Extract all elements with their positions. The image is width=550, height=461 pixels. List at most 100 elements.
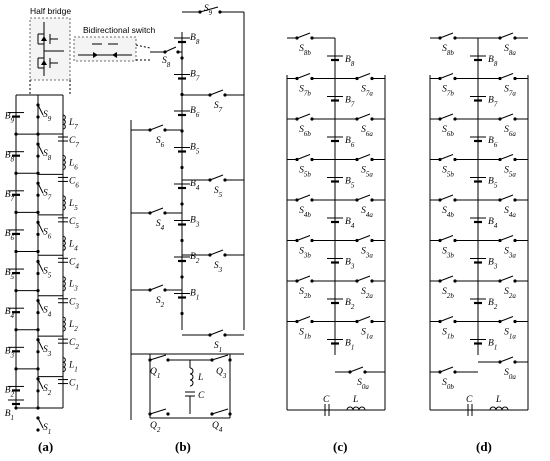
battery-label: B7 <box>190 70 200 83</box>
inductor-icon <box>189 367 194 387</box>
switch-label: S2a <box>361 287 373 300</box>
switch-blade <box>356 113 371 120</box>
switch-label: S5 <box>214 186 223 199</box>
switch-blade <box>356 154 371 160</box>
q-switch-icon <box>210 408 232 416</box>
battery-label: B1 <box>488 339 497 352</box>
capacitor-icon <box>58 379 68 385</box>
switch-label: S5a <box>361 166 373 179</box>
switch-icon <box>208 249 227 257</box>
switch-icon <box>295 316 314 324</box>
capacitor-icon <box>58 217 68 223</box>
battery-label: B6 <box>5 229 15 242</box>
capacitor-icon <box>58 176 68 182</box>
battery-icon <box>8 307 24 314</box>
switch-contact <box>228 412 232 416</box>
switch-icon <box>438 32 457 40</box>
capacitor-label: C6 <box>69 176 79 189</box>
switch-blade <box>499 73 514 79</box>
switch-contact <box>36 350 40 354</box>
capacitor-label: C5 <box>69 217 79 230</box>
inductor-label: L2 <box>68 320 78 333</box>
switch-icon <box>295 275 314 283</box>
switch-blade <box>439 154 454 160</box>
battery-icon <box>174 110 190 117</box>
q-switch-icon <box>148 354 170 362</box>
switch-icon <box>295 194 314 202</box>
bidirectional-switch-icon <box>78 43 132 58</box>
battery-label: B2 <box>190 252 200 265</box>
capacitor-icon <box>324 404 330 416</box>
battery-label: B7 <box>345 96 355 109</box>
battery-label: B1 <box>190 289 199 302</box>
battery-label: B5 <box>5 268 15 281</box>
half-bridge-mosfet-icon <box>37 22 64 76</box>
battery-label: B3 <box>190 216 200 229</box>
switch-blade <box>499 356 514 363</box>
switch-label: S2 <box>43 384 52 397</box>
switch-label: S6 <box>43 227 52 240</box>
switch-icon <box>36 377 44 393</box>
switch-label: S6b <box>442 125 454 138</box>
battery-icon <box>470 177 486 183</box>
switch-contact <box>36 389 40 393</box>
switch-label: S9 <box>204 4 213 17</box>
switch-icon <box>348 366 367 374</box>
switch-icon <box>355 73 374 81</box>
battery-label: B8 <box>345 55 355 68</box>
switch-label: S4b <box>442 206 454 219</box>
switch-label: S2b <box>442 287 454 300</box>
switch-contact <box>36 193 40 197</box>
switch-label: S2b <box>299 287 311 300</box>
capacitor-icon <box>58 136 68 142</box>
switch-blade <box>296 235 311 241</box>
node-dot <box>36 367 40 371</box>
switch-icon <box>36 181 44 197</box>
switch-contact <box>36 154 40 158</box>
battery-icon <box>470 217 486 224</box>
switch-blade <box>296 73 311 79</box>
switch-icon <box>438 113 457 121</box>
switch-blade <box>499 154 514 160</box>
battery-label: B5 <box>488 177 498 190</box>
switch-label: S2a <box>504 287 516 300</box>
node-dot <box>180 238 184 243</box>
battery-icon <box>8 151 24 157</box>
battery-icon <box>8 268 24 275</box>
switch-blade <box>439 316 454 322</box>
q-switch-icon <box>210 354 232 362</box>
caption-a: (a) <box>38 439 53 454</box>
battery-icon <box>327 217 343 224</box>
switch-blade <box>149 284 164 291</box>
battery-label: B5 <box>345 177 355 190</box>
battery-label: B4 <box>345 217 355 230</box>
battery-icon <box>327 55 343 62</box>
switch-label: S6 <box>156 136 165 149</box>
switch-blade <box>296 316 311 322</box>
switch-label: S5a <box>504 166 516 179</box>
inductor-icon <box>62 276 66 292</box>
inductor-icon <box>489 406 509 411</box>
inductor-icon <box>62 154 66 170</box>
switch-icon <box>438 73 457 81</box>
switch-label: S7a <box>504 85 516 98</box>
caption-c: (c) <box>333 439 347 454</box>
switch-contact <box>166 412 170 416</box>
node-dot <box>180 275 184 279</box>
capacitor-icon <box>58 257 68 263</box>
switch-label: S1b <box>299 328 311 341</box>
switch-blade <box>37 183 44 194</box>
switch-label: S6a <box>361 125 373 138</box>
bidirectional-switch-label: Bidirectional switch <box>83 25 156 35</box>
switch-blade <box>37 339 44 350</box>
switch-label: S4a <box>504 206 516 219</box>
switch-label: S1a <box>361 328 373 341</box>
switch-icon <box>295 154 314 162</box>
switch-blade <box>499 32 514 39</box>
half-bridge-box <box>29 17 71 81</box>
battery-icon <box>470 55 486 62</box>
inset-leader <box>135 44 151 49</box>
switch-blade <box>211 408 229 415</box>
q-label: Q2 <box>150 421 161 434</box>
capacitor-label: C4 <box>69 257 79 270</box>
